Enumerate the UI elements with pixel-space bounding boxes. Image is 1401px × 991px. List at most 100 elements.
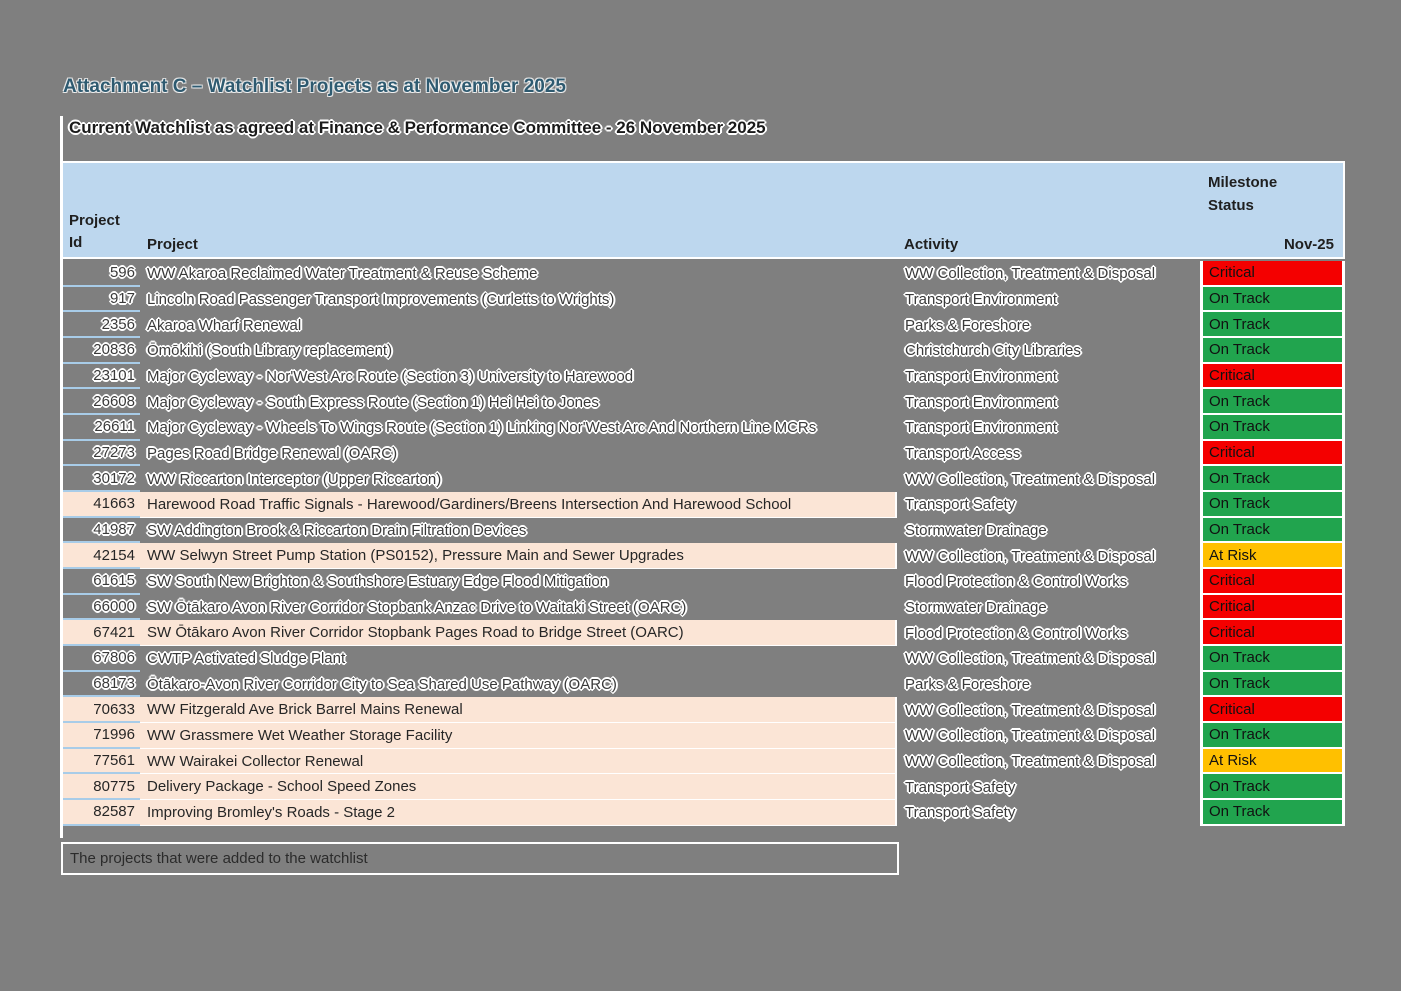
- project-id-cell: 71996: [63, 723, 140, 749]
- table-row: 917 Lincoln Road Passenger Transport Impr…: [63, 286, 1345, 313]
- footer-note-text: The projects that were added to the watc…: [70, 850, 368, 867]
- status-cell: Critical: [1200, 569, 1345, 595]
- project-id-cell: 596: [63, 261, 140, 287]
- column-header-period: Nov-25: [1283, 236, 1334, 253]
- activity-cell: Stormwater Drainage: [905, 522, 1047, 540]
- project-id-cell: 67421: [63, 620, 140, 647]
- project-id-cell: 82587: [63, 800, 140, 826]
- project-name-cell: WW Wairakei Collector Renewal: [140, 748, 897, 775]
- status-cell: On Track: [1200, 671, 1345, 698]
- activity-cell: WW Collection, Treatment & Disposal: [905, 701, 1156, 719]
- footer-note: The projects that were added to the watc…: [61, 842, 899, 875]
- table-row: 23101 Major Cycleway - Nor'West Arc Route…: [63, 363, 1345, 390]
- status-cell: On Track: [1200, 312, 1345, 339]
- table-row: 26611 Major Cycleway - Wheels To Wings Ro…: [63, 415, 1345, 441]
- project-name-cell: Harewood Road Traffic Signals - Harewood…: [140, 492, 897, 518]
- project-name-cell: SW Ōtākaro Avon River Corridor Stopbank …: [140, 620, 897, 647]
- activity-cell: Flood Protection & Control Works: [905, 624, 1128, 642]
- activity-cell: WW Collection, Treatment & Disposal: [905, 727, 1156, 745]
- status-cell: On Track: [1200, 466, 1345, 493]
- activity-cell: WW Collection, Treatment & Disposal: [905, 265, 1156, 283]
- project-name-cell: CWTP Activated Sludge Plant: [147, 650, 346, 668]
- project-id-cell: 70633: [63, 697, 140, 724]
- table-header: Project Id Project Activity Milestone St…: [63, 161, 1345, 259]
- status-cell: At Risk: [1200, 543, 1345, 570]
- status-cell: Critical: [1200, 440, 1345, 467]
- status-cell: On Track: [1200, 646, 1345, 672]
- project-id-cell: 80775: [63, 774, 140, 801]
- project-name-cell: WW Grassmere Wet Weather Storage Facilit…: [140, 723, 897, 749]
- activity-cell: Stormwater Drainage: [905, 599, 1047, 617]
- project-name-cell: WW Riccarton Interceptor (Upper Riccarto…: [147, 470, 442, 488]
- project-id-cell: 30172: [63, 466, 140, 493]
- activity-cell: Parks & Foreshore: [905, 316, 1031, 334]
- activity-cell: Transport Environment: [905, 291, 1058, 308]
- status-cell: On Track: [1200, 286, 1345, 313]
- project-id-cell: 23101: [63, 364, 140, 390]
- activity-cell: Transport Safety: [905, 778, 1016, 796]
- project-name-cell: Improving Bromley's Roads - Stage 2: [140, 800, 897, 826]
- project-id-cell: 61615: [63, 569, 140, 595]
- project-id-cell: 26611: [63, 415, 140, 441]
- status-cell: On Track: [1200, 723, 1345, 749]
- activity-cell: Transport Safety: [905, 804, 1016, 822]
- project-name-cell: Major Cycleway - Nor'West Arc Route (Sec…: [147, 368, 634, 386]
- project-id-cell: 68173: [63, 672, 140, 698]
- project-name-cell: WW Fitzgerald Ave Brick Barrel Mains Ren…: [140, 697, 897, 724]
- project-id-cell: 2356: [63, 312, 140, 339]
- status-cell: On Track: [1200, 338, 1345, 364]
- table-body: 596 WW Akaroa Reclaimed Water Treatment &…: [63, 261, 1345, 826]
- table-row: 68173 Ōtākaro-Avon River Corridor City to…: [63, 671, 1345, 698]
- project-name-cell: SW South New Brighton & Southshore Estua…: [147, 573, 609, 591]
- activity-cell: WW Collection, Treatment & Disposal: [905, 547, 1156, 565]
- project-name-cell: WW Selwyn Street Pump Station (PS0152), …: [140, 543, 897, 570]
- project-id-cell: 66000: [63, 595, 140, 621]
- project-id-cell: 77561: [63, 748, 140, 775]
- status-cell: On Track: [1200, 492, 1345, 518]
- column-header-activity: Activity: [904, 236, 959, 253]
- status-cell: On Track: [1200, 389, 1345, 416]
- project-id-cell: 20836: [63, 338, 140, 364]
- column-header-milestone-status: Milestone Status: [1208, 174, 1278, 214]
- project-name-cell: Major Cycleway - South Express Route (Se…: [147, 393, 599, 411]
- project-name-cell: Delivery Package - School Speed Zones: [140, 774, 897, 801]
- status-cell: On Track: [1200, 774, 1345, 801]
- activity-cell: WW Collection, Treatment & Disposal: [905, 753, 1156, 771]
- project-id-cell: 917: [63, 287, 140, 313]
- status-cell: Critical: [1200, 697, 1345, 724]
- status-cell: Critical: [1200, 363, 1345, 390]
- project-name-cell: SW Addington Brook & Riccarton Drain Fil…: [147, 522, 527, 540]
- project-name-cell: WW Akaroa Reclaimed Water Treatment & Re…: [147, 265, 538, 283]
- project-id-cell: 41663: [63, 492, 140, 518]
- activity-cell: Christchurch City Libraries: [905, 342, 1081, 360]
- status-cell: On Track: [1200, 415, 1345, 441]
- activity-cell: Transport Environment: [905, 419, 1058, 437]
- activity-cell: Parks & Foreshore: [905, 676, 1031, 694]
- project-name-cell: Lincoln Road Passenger Transport Improve…: [147, 291, 615, 308]
- activity-cell: Transport Safety: [905, 496, 1016, 514]
- project-name-cell: Pages Road Bridge Renewal (OARC): [147, 445, 398, 463]
- project-id-cell: 27273: [63, 441, 140, 467]
- project-name-cell: Ōtākaro-Avon River Corridor City to Sea …: [147, 676, 617, 694]
- activity-cell: WW Collection, Treatment & Disposal: [905, 470, 1156, 488]
- status-cell: Critical: [1200, 261, 1345, 287]
- project-name-cell: Major Cycleway - Wheels To Wings Route (…: [147, 419, 817, 437]
- project-id-cell: 42154: [63, 543, 140, 570]
- status-cell: On Track: [1200, 800, 1345, 826]
- table-row: 61615 SW South New Brighton & Southshore …: [63, 569, 1345, 595]
- activity-cell: Transport Environment: [905, 393, 1058, 411]
